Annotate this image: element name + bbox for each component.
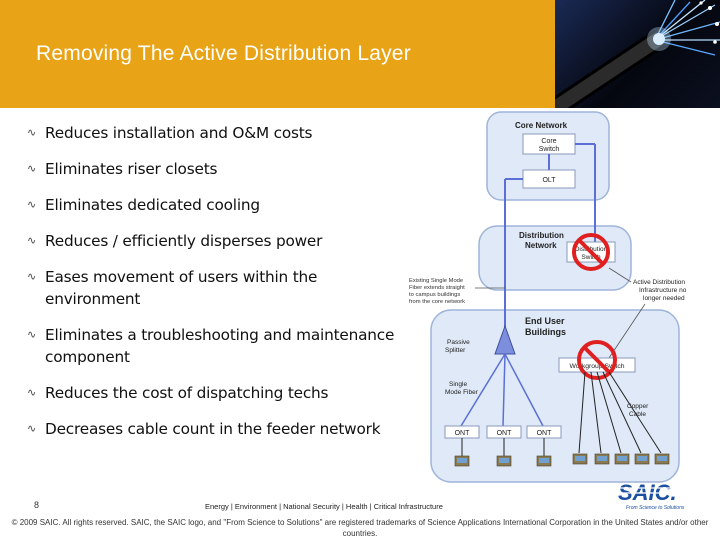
bullet-item: ∿Eliminates riser closets	[27, 158, 402, 180]
svg-text:Infrastructure no: Infrastructure no	[639, 287, 687, 294]
existing-fiber-callout: Existing Single Mode Fiber extends strai…	[409, 278, 465, 305]
wave-bullet-icon: ∿	[27, 230, 36, 252]
svg-text:Buildings: Buildings	[525, 327, 566, 337]
end-user-label: End User	[525, 316, 565, 326]
wave-bullet-icon: ∿	[27, 266, 36, 288]
page-number: 8	[34, 500, 39, 510]
wave-bullet-icon: ∿	[27, 382, 36, 404]
fiber-optic-image	[555, 0, 720, 108]
svg-text:to campus buildings: to campus buildings	[409, 292, 460, 298]
svg-text:Splitter: Splitter	[445, 347, 466, 354]
svg-text:Active Distribution: Active Distribution	[633, 279, 685, 286]
wave-bullet-icon: ∿	[27, 158, 36, 180]
active-distribution-callout: Active Distribution Infrastructure no lo…	[633, 279, 687, 302]
saic-logo: SAIC. From Science to Solutions	[612, 480, 692, 512]
bullet-item: ∿Reduces installation and O&M costs	[27, 122, 402, 144]
svg-text:Existing Single Mode: Existing Single Mode	[409, 278, 463, 284]
svg-text:Passive: Passive	[447, 339, 470, 346]
svg-text:ONT: ONT	[455, 430, 471, 437]
svg-text:Copper: Copper	[627, 403, 649, 410]
svg-text:longer needed: longer needed	[643, 295, 685, 302]
bullet-item: ∿Eases movement of users within the envi…	[27, 266, 402, 310]
network-diagram: Core Network Core Switch OLT Distributio…	[395, 108, 720, 488]
svg-text:ONT: ONT	[537, 430, 553, 437]
svg-text:Fiber extends straight: Fiber extends straight	[409, 285, 465, 291]
svg-text:from the core network: from the core network	[409, 299, 465, 305]
slide-title: Removing The Active Distribution Layer	[36, 42, 411, 66]
svg-text:From Science to Solutions: From Science to Solutions	[626, 505, 685, 511]
bullet-item: ∿Eliminates dedicated cooling	[27, 194, 402, 216]
svg-text:Core: Core	[541, 138, 556, 145]
svg-text:Switch: Switch	[539, 146, 560, 153]
bullet-list: ∿Reduces installation and O&M costs ∿Eli…	[27, 122, 402, 454]
svg-text:Network: Network	[525, 241, 557, 250]
bullet-item: ∿Reduces / efficiently disperses power	[27, 230, 402, 252]
wave-bullet-icon: ∿	[27, 194, 36, 216]
distribution-network-label: Distribution	[519, 231, 564, 240]
wave-bullet-icon: ∿	[27, 418, 36, 440]
bullet-item: ∿Decreases cable count in the feeder net…	[27, 418, 402, 440]
bullet-item: ∿Reduces the cost of dispatching techs	[27, 382, 402, 404]
wave-bullet-icon: ∿	[27, 122, 36, 144]
footer-tagline: Energy | Environment | National Security…	[205, 502, 443, 511]
copyright-notice: © 2009 SAIC. All rights reserved. SAIC, …	[0, 517, 720, 539]
svg-text:ONT: ONT	[497, 430, 513, 437]
svg-text:OLT: OLT	[542, 177, 556, 184]
core-network-label: Core Network	[515, 121, 568, 130]
svg-text:Mode Fiber: Mode Fiber	[445, 389, 479, 396]
svg-text:Single: Single	[449, 381, 467, 388]
bullet-item: ∿Eliminates a troubleshooting and mainte…	[27, 324, 402, 368]
wave-bullet-icon: ∿	[27, 324, 36, 346]
